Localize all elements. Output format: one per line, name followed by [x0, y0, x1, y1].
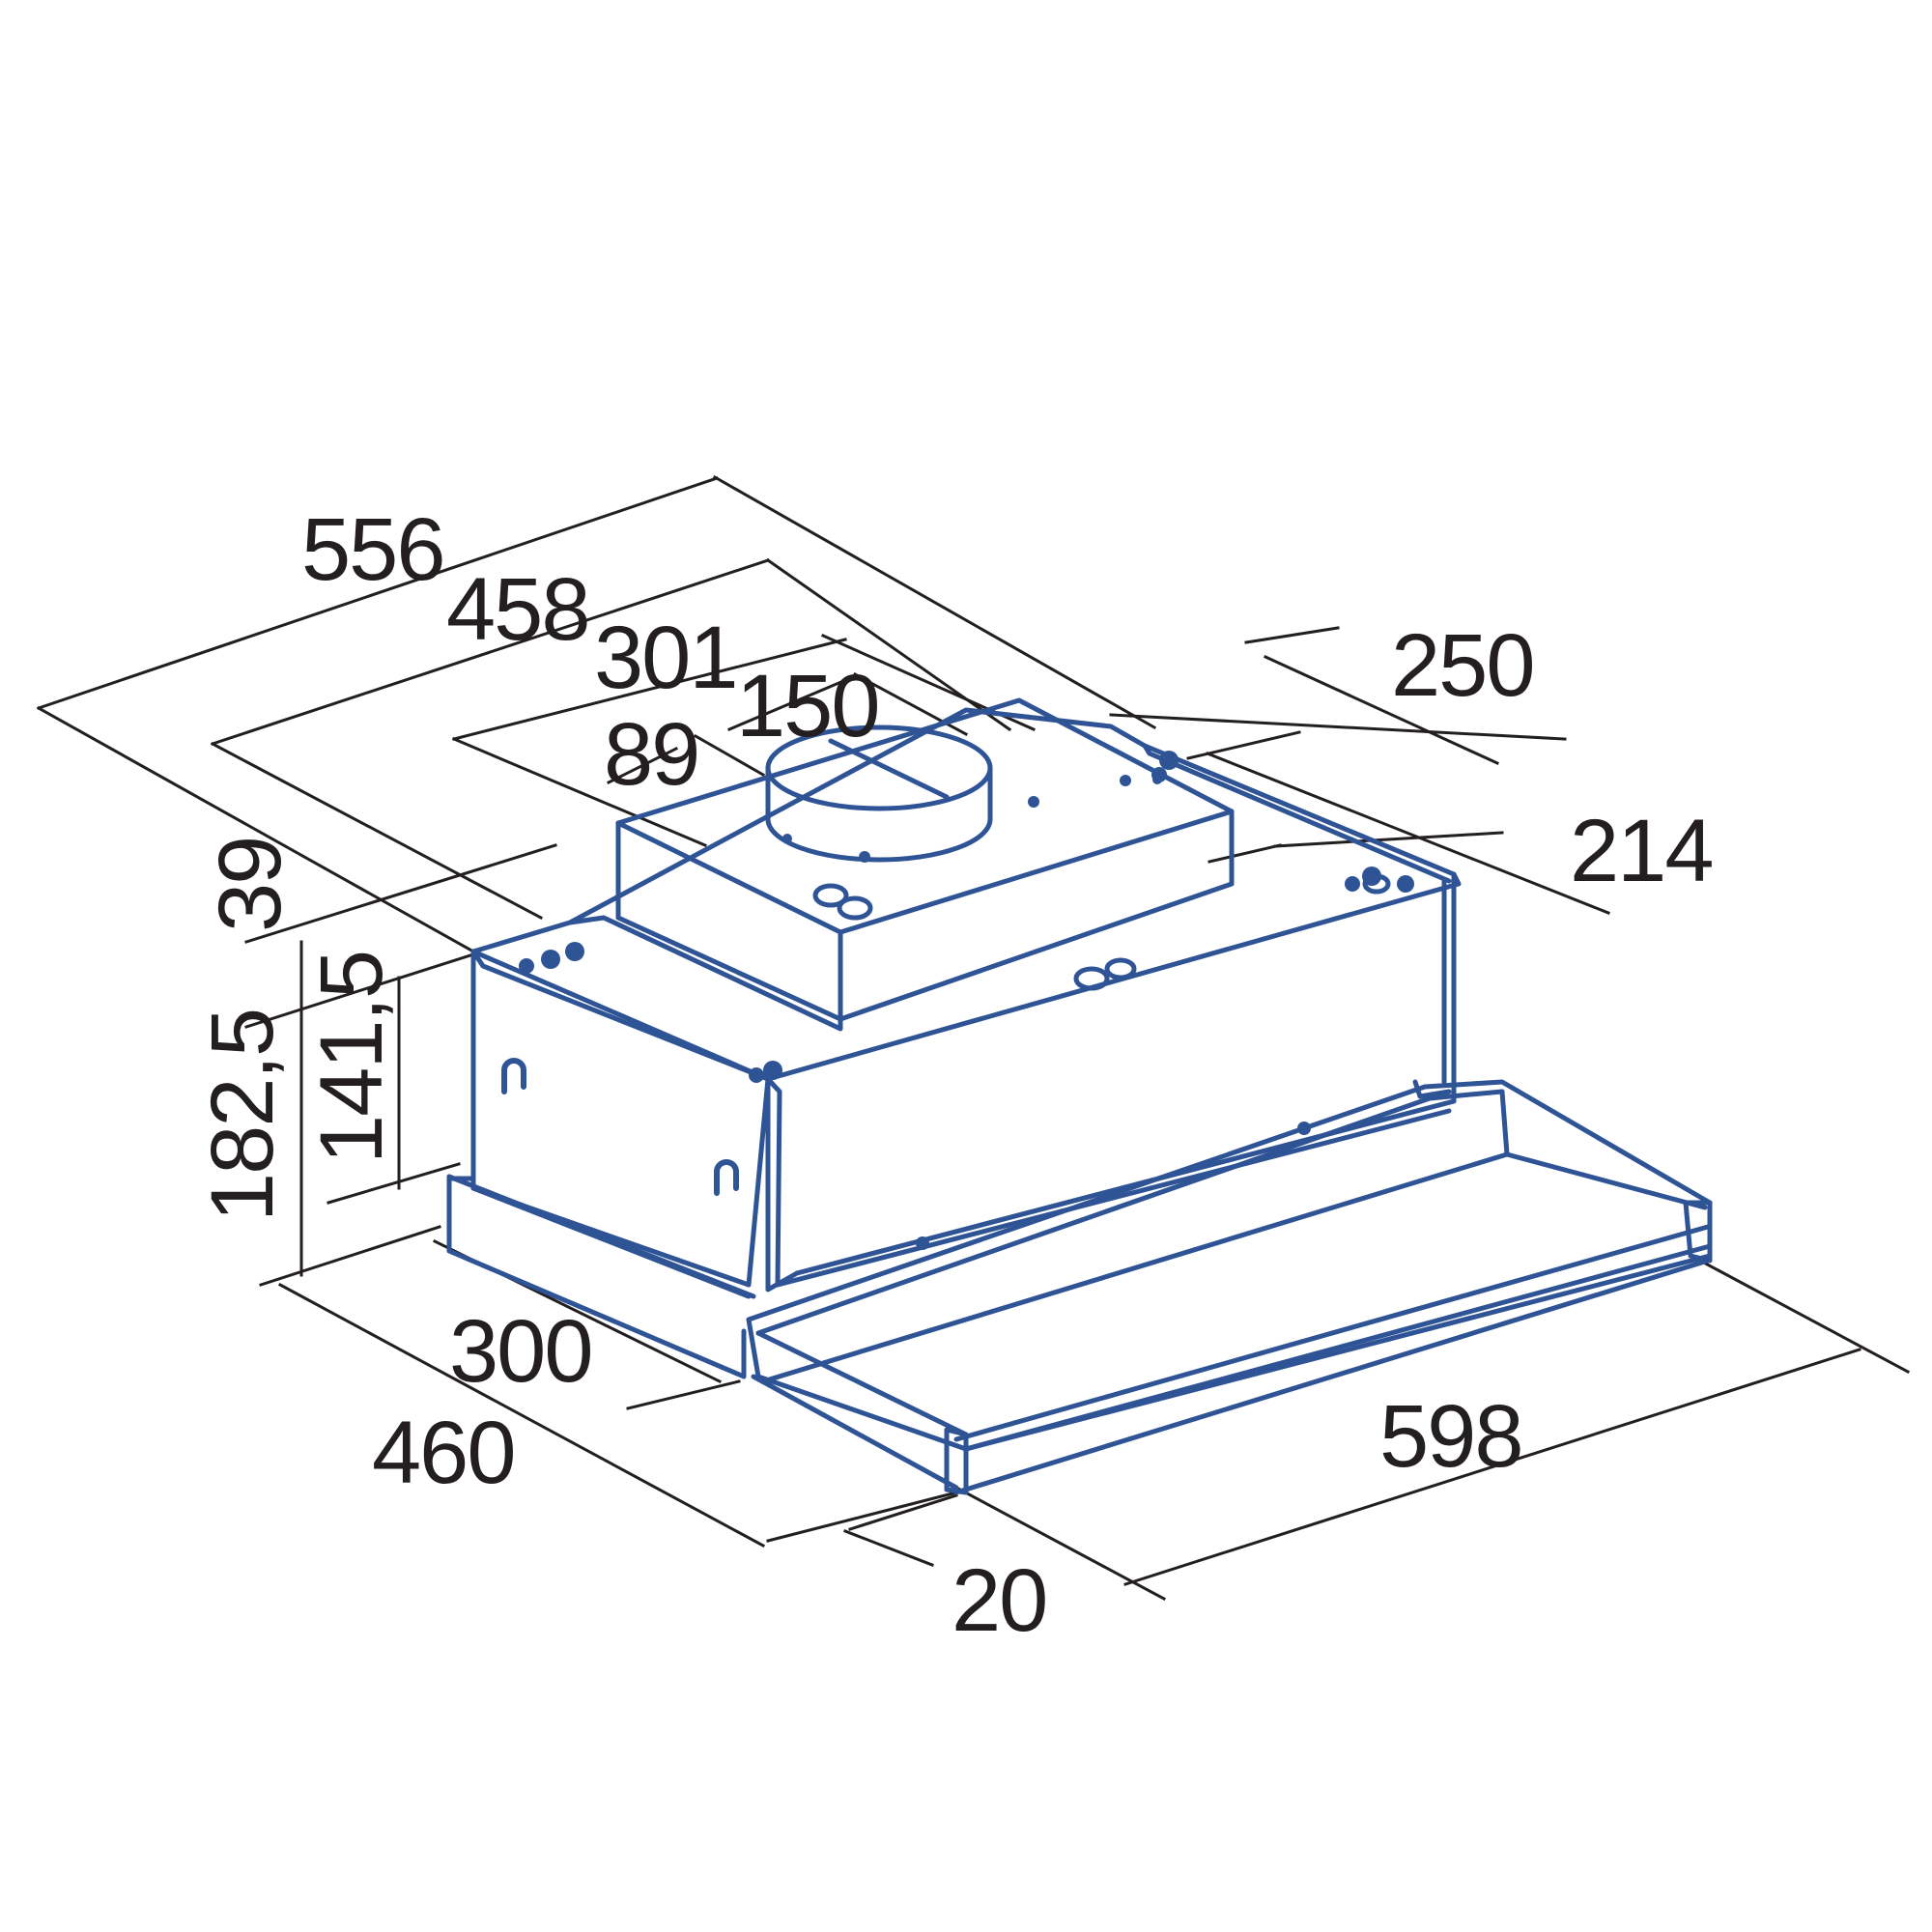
bolt-holes-outline [812, 873, 1391, 991]
dim-label-250: 250 [1391, 616, 1534, 715]
hood-outline [446, 697, 1713, 1495]
side-hooks [501, 1058, 739, 1196]
dim-label-214: 214 [1570, 802, 1713, 900]
dim-label-300: 300 [449, 1302, 592, 1401]
dim-label-460: 460 [372, 1404, 515, 1502]
dim-label-20: 20 [952, 1551, 1046, 1650]
mounting-holes [519, 751, 1414, 1250]
dimension-lines [36, 474, 1911, 1602]
dim-label-141-5: 141,5 [302, 952, 401, 1164]
dim-label-301: 301 [594, 609, 737, 707]
dim-label-89: 89 [604, 705, 698, 804]
dim-label-458: 458 [446, 560, 589, 659]
dim-label-598: 598 [1379, 1387, 1522, 1486]
dim-label-182-5: 182,5 [193, 1009, 292, 1222]
dim-label-39: 39 [201, 838, 299, 932]
dim-label-150: 150 [736, 657, 879, 755]
dim-label-556: 556 [301, 500, 444, 599]
